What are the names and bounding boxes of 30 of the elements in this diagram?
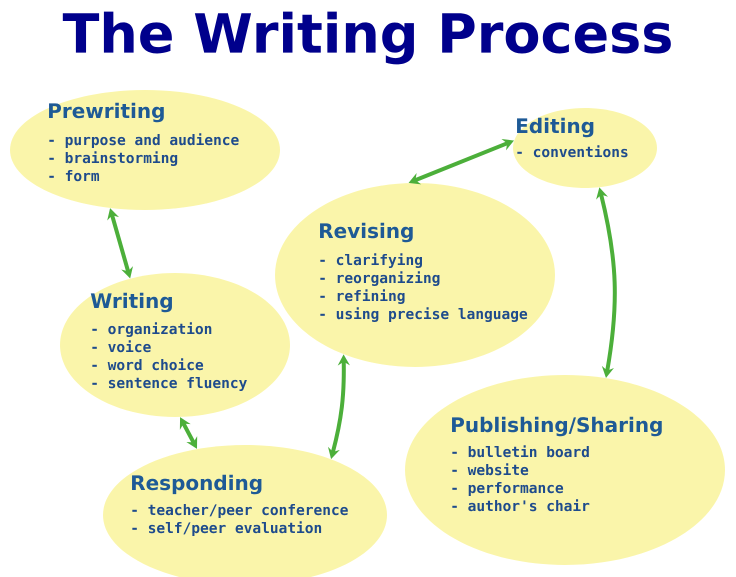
node-heading: Editing [517, 118, 594, 138]
ellipse [513, 108, 657, 188]
title: The Writing Process [62, 12, 671, 64]
list-item: - performance [452, 482, 564, 496]
list-item: - voice [92, 340, 151, 352]
node-heading: Writing [90, 292, 172, 312]
list-item: - purpose and audience [49, 133, 239, 148]
node-heading: Revising [320, 222, 413, 242]
node-heading: Publishing/Sharing [452, 416, 662, 436]
node-heading: Responding [132, 474, 262, 494]
ellipse [275, 183, 555, 367]
list-item: - conventions [517, 145, 628, 158]
list-item: - form [49, 170, 100, 182]
list-item: - sentence fluency [92, 376, 247, 391]
list-item: - organization [92, 322, 212, 337]
ellipse [60, 272, 290, 417]
list-item: - bulletin board [452, 445, 589, 458]
node-heading: Prewriting [49, 102, 164, 122]
list-item: - self/peer evaluation [132, 521, 322, 536]
list-item: - reorganizing [320, 271, 440, 286]
list-item: - website [452, 463, 528, 476]
list-item: - brainstorming [49, 151, 178, 166]
list-item: - author's chair [452, 499, 590, 512]
ellipse [10, 90, 280, 210]
list-item: - refining [320, 289, 405, 304]
ellipse [405, 374, 725, 565]
list-item: - word choice [92, 358, 204, 370]
list-item: - teacher/peer conference [132, 504, 348, 518]
list-item: - clarifying [320, 253, 422, 268]
list-item: - using precise language [320, 307, 528, 322]
